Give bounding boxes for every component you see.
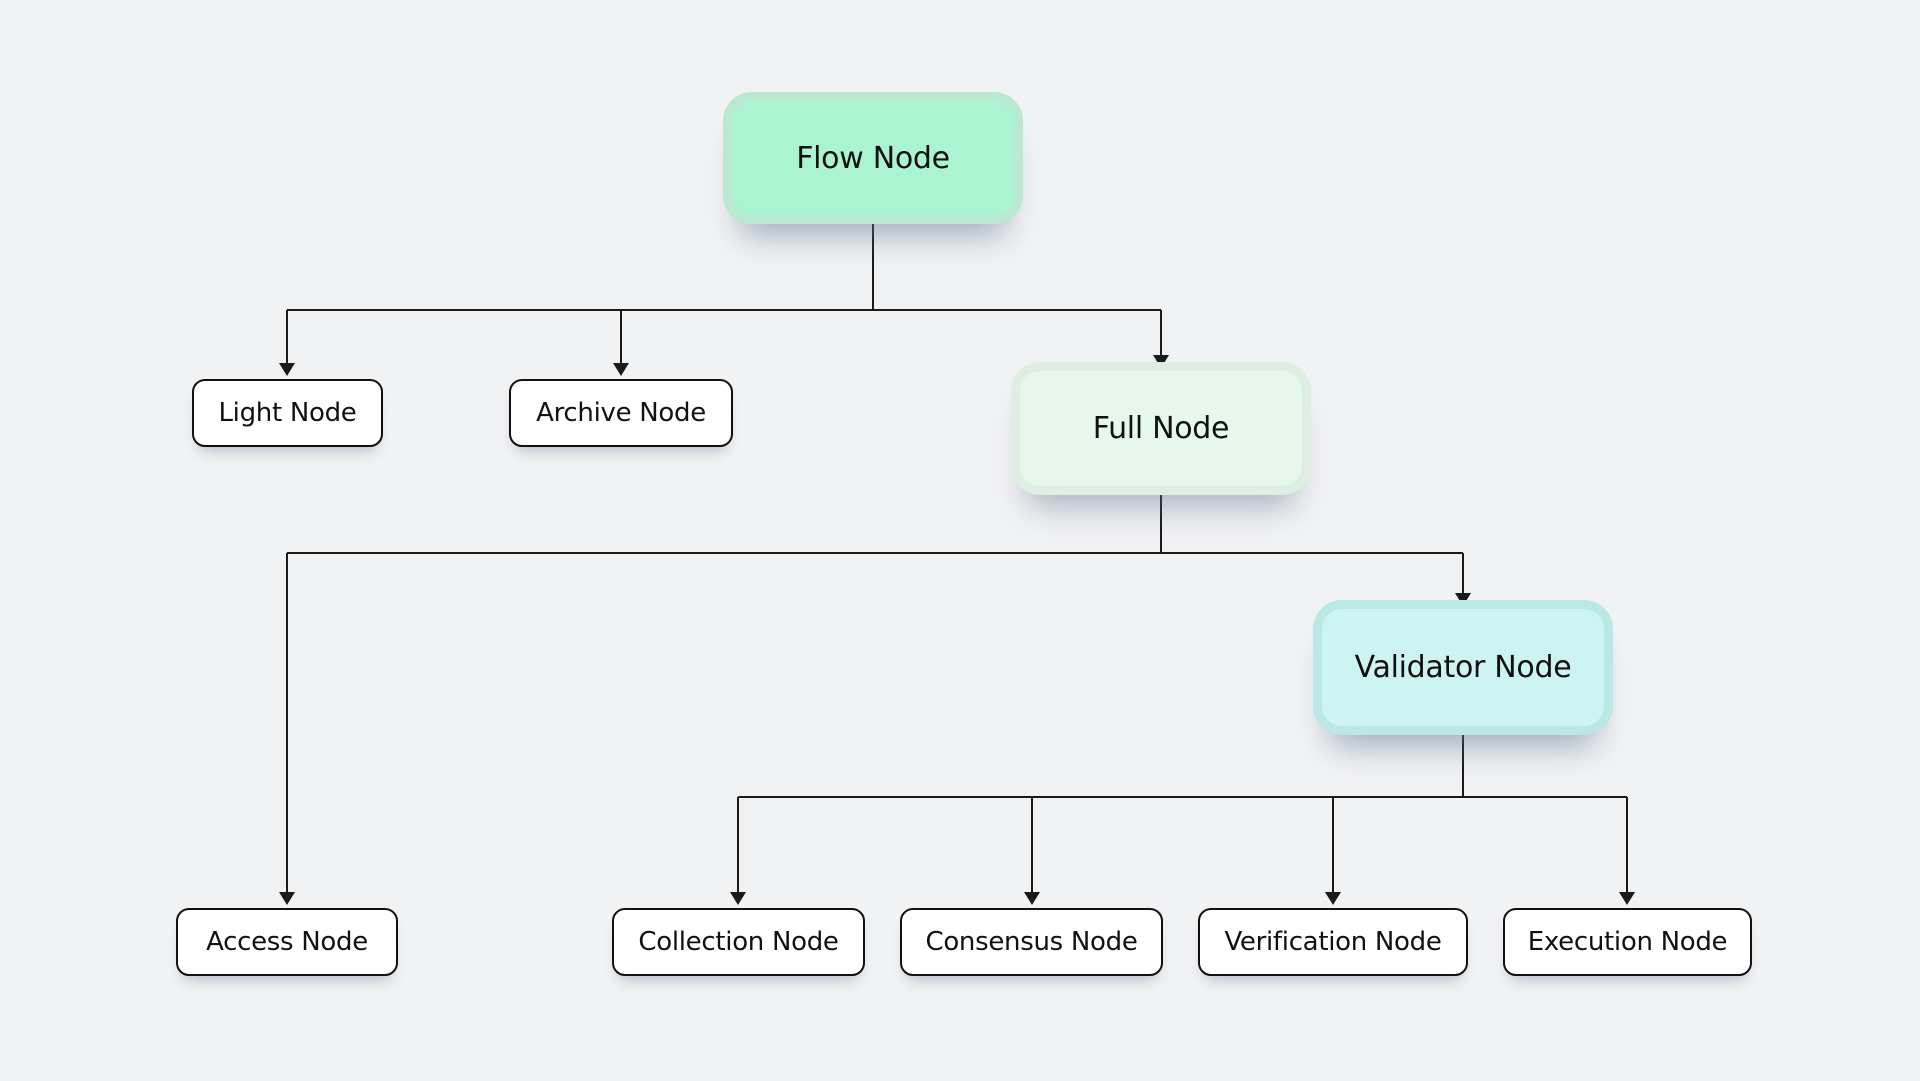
node-consensus: Consensus Node	[900, 908, 1163, 976]
arrowhead-verification	[1325, 892, 1341, 905]
node-full: Full Node	[1020, 371, 1302, 486]
arrowhead-collection	[730, 892, 746, 905]
node-flow: Flow Node	[732, 101, 1014, 215]
node-archive: Archive Node	[509, 379, 733, 447]
arrowhead-archive	[613, 363, 629, 376]
arrowhead-light	[279, 363, 295, 376]
arrowhead-full	[1153, 355, 1169, 368]
arrowhead-access	[279, 892, 295, 905]
connector-paths	[286, 215, 1628, 893]
node-access: Access Node	[176, 908, 398, 976]
arrowheads	[279, 355, 1635, 905]
node-verification: Verification Node	[1198, 908, 1468, 976]
node-validator: Validator Node	[1322, 609, 1604, 726]
node-collection: Collection Node	[612, 908, 865, 976]
arrowhead-execution	[1619, 892, 1635, 905]
node-light: Light Node	[192, 379, 383, 447]
arrowhead-consensus	[1024, 892, 1040, 905]
arrowhead-validator	[1455, 593, 1471, 606]
node-execution: Execution Node	[1503, 908, 1752, 976]
